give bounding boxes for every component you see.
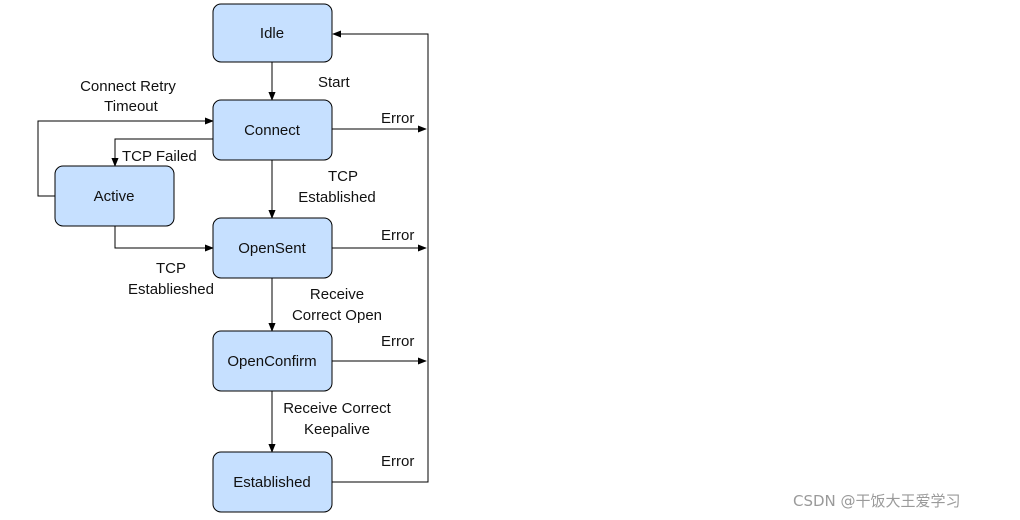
state-connect-label: Connect — [244, 122, 301, 139]
label-start: Start — [318, 74, 351, 91]
label-error-opensent: Error — [381, 227, 414, 244]
state-opensent-box — [212, 217, 333, 279]
label-tcp-estabileshed-line2: Establieshed — [128, 281, 214, 298]
state-active: Active — [54, 165, 175, 227]
label-connect-retry-line2: Timeout — [104, 98, 158, 115]
state-active-label: Active — [94, 188, 135, 205]
label-tcp-established-line1: TCP — [328, 168, 358, 185]
edge-active-to-connect — [37, 117, 214, 197]
state-openconfirm-box — [212, 330, 333, 392]
edge-connect-to-active — [111, 138, 213, 167]
state-openconfirm-label: OpenConfirm — [227, 353, 316, 370]
state-openconfirm: OpenConfirm — [212, 330, 333, 392]
label-connect-retry-line1: Connect Retry — [80, 78, 176, 95]
label-receive-keepalive-line1: Receive Correct — [283, 400, 391, 417]
watermark: CSDN @干饭大王爱学习 — [793, 492, 961, 510]
label-error-openconfirm: Error — [381, 333, 414, 350]
label-tcp-established-line2: Established — [298, 189, 376, 206]
label-tcp-estabileshed-line1: TCP — [156, 260, 186, 277]
state-idle-label: Idle — [260, 25, 284, 42]
label-error-connect: Error — [381, 110, 414, 127]
state-connect-box — [212, 99, 333, 161]
state-opensent-label: OpenSent — [238, 240, 306, 257]
label-receive-keepalive-line2: Keepalive — [304, 421, 370, 438]
edge-active-to-opensent — [114, 226, 214, 252]
state-opensent: OpenSent — [212, 217, 333, 279]
state-established-box — [212, 451, 333, 513]
state-idle-box — [212, 3, 333, 63]
label-error-established: Error — [381, 453, 414, 470]
state-established: Established — [212, 451, 333, 513]
state-connect: Connect — [212, 99, 333, 161]
label-receive-open-line2: Correct Open — [292, 307, 382, 324]
state-active-box — [54, 165, 175, 227]
state-established-label: Established — [233, 474, 311, 491]
label-tcp-failed: TCP Failed — [122, 148, 197, 165]
label-receive-open-line1: Receive — [310, 286, 364, 303]
state-idle: Idle — [212, 3, 333, 63]
edge-error-return-to-idle — [332, 30, 429, 483]
